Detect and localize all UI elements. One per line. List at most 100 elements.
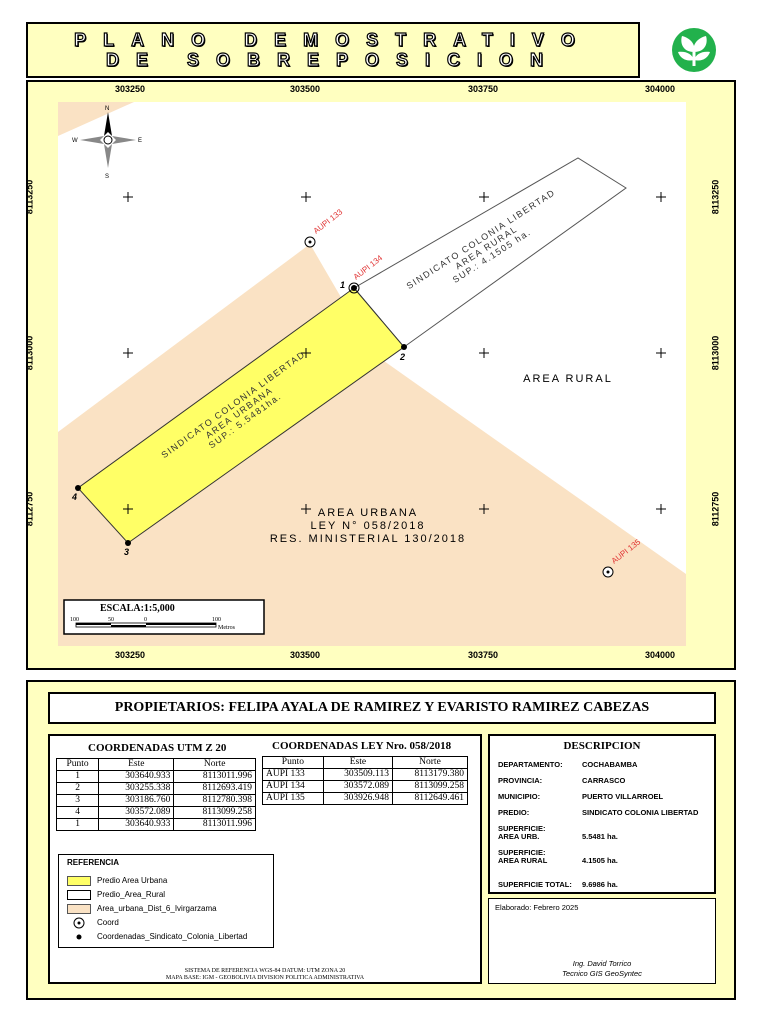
svg-text:ESCALA:1:5,000: ESCALA:1:5,000 — [100, 603, 175, 614]
north-arrow-icon — [80, 112, 136, 168]
north-label: N — [105, 106, 109, 112]
svg-text:AREA URBANA: AREA URBANA — [318, 507, 418, 519]
sup-total-label: SUPERFICIE TOTAL: — [498, 880, 572, 889]
y-tick-right: 8113000 — [710, 335, 721, 371]
predio-label: PREDIO: — [498, 808, 530, 817]
sup-urb-value: 5.5481 ha. — [582, 832, 618, 841]
svg-text:100: 100 — [70, 617, 79, 623]
utm-table-caption: COORDENADAS UTM Z 20 — [88, 742, 227, 754]
owners-title: PROPIETARIOS: FELIPA AYALA DE RAMIREZ Y … — [48, 692, 716, 724]
sup-urb-label2: AREA URB. — [498, 832, 540, 841]
legend-item: Coordenadas_Sindicato_Colonia_Libertad — [97, 932, 248, 941]
y-tick-right: 8113250 — [710, 179, 721, 215]
y-tick-left: 8112750 — [24, 491, 35, 527]
x-tick-bottom: 303750 — [468, 650, 499, 660]
x-tick-bottom: 303500 — [290, 650, 321, 660]
legend-item: Coord — [97, 918, 119, 927]
author-name: Ing. David Torrico — [572, 959, 632, 968]
sup-total-value: 9.6986 ha. — [582, 880, 618, 889]
x-tick-top: 303750 — [468, 84, 499, 94]
svg-text:2: 2 — [399, 352, 405, 362]
svg-text:0: 0 — [144, 617, 147, 623]
map-title-box: PLANO DEMOSTRATIVO DE SOBREPOSICION — [26, 22, 640, 78]
urban-area-bottom-right — [468, 596, 658, 646]
legend: REFERENCIA Predio Area Urbana Predio_Are… — [58, 854, 274, 948]
predio-value: SINDICATO COLONIA LIBERTAD — [582, 808, 699, 817]
departamento-value: COCHABAMBA — [582, 760, 638, 769]
legend-swatch-urban — [67, 876, 91, 886]
east-label: E — [138, 138, 142, 144]
legend-title: REFERENCIA — [67, 858, 120, 867]
leaf-sprout-icon — [672, 28, 716, 72]
x-tick-top: 303250 — [115, 84, 146, 94]
svg-text:3: 3 — [124, 547, 129, 557]
footnote: SISTEMA DE REFERENCIA WGS-84 DATUM: UTM … — [165, 968, 365, 981]
svg-text:RES. MINISTERIAL 130/2018: RES. MINISTERIAL 130/2018 — [270, 533, 466, 545]
logo — [644, 22, 744, 78]
map-canvas: N S E W SINDICATO COLONIA LIBERTAD AREA … — [58, 102, 686, 646]
municipio-label: MUNICIPIO: — [498, 792, 541, 801]
svg-text:LEY N° 058/2018: LEY N° 058/2018 — [311, 520, 426, 532]
municipio-value: PUERTO VILLARROEL — [582, 792, 664, 801]
legend-swatch-urban-area — [67, 904, 91, 914]
map-frame: 303250 303500 303750 304000 303250 30350… — [24, 80, 736, 670]
author-role: Tecnico GIS GeoSyntec — [562, 969, 642, 978]
description-panel: DESCRIPCION DEPARTAMENTO: COCHABAMBA PRO… — [488, 734, 716, 894]
elaboration-date: Elaborado: Febrero 2025 — [495, 903, 579, 912]
vertex-labels: 1 2 3 4 — [71, 280, 405, 557]
y-tick-right: 8112750 — [710, 491, 721, 527]
map-title-line1: PLANO DEMOSTRATIVO — [74, 29, 592, 50]
y-tick-left: 8113000 — [24, 335, 35, 371]
scale-bar: ESCALA:1:5,000 100 50 0 100 Metros — [63, 599, 265, 635]
sup-rural-label2: AREA RURAL — [498, 856, 548, 865]
svg-text:4: 4 — [71, 492, 77, 502]
map-title-line2: DE SOBREPOSICION — [105, 49, 561, 70]
area-urbana-label: AREA URBANA LEY N° 058/2018 RES. MINISTE… — [270, 507, 466, 545]
coord-marker-icon — [73, 917, 85, 929]
y-tick-left: 8113250 — [24, 179, 35, 215]
svg-text:Metros: Metros — [218, 625, 236, 631]
urban-area-top-left — [58, 102, 134, 136]
sup-rural-value: 4.1505 ha. — [582, 856, 618, 865]
legend-item: Area_urbana_Dist_6_Ivirgarzama — [97, 904, 217, 913]
west-label: W — [72, 138, 78, 144]
x-tick-bottom: 303250 — [115, 650, 146, 660]
elaboration-panel: Elaborado: Febrero 2025 Ing. David Torri… — [488, 898, 716, 984]
info-panel: PROPIETARIOS: FELIPA AYALA DE RAMIREZ Y … — [26, 680, 736, 1000]
svg-text:100: 100 — [212, 617, 221, 623]
svg-text:1: 1 — [340, 280, 345, 290]
point-marker-icon — [76, 934, 82, 940]
x-tick-bottom: 304000 — [645, 650, 676, 660]
svg-text:50: 50 — [108, 617, 114, 623]
x-tick-top: 304000 — [645, 84, 676, 94]
grid-crosses — [123, 192, 666, 514]
provincia-value: CARRASCO — [582, 776, 626, 785]
ley-table-caption: COORDENADAS LEY Nro. 058/2018 — [272, 740, 452, 752]
legend-item: Predio Area Urbana — [97, 876, 168, 885]
area-rural-label: AREA RURAL — [523, 373, 613, 385]
legend-swatch-rural — [67, 890, 91, 900]
parcel-vertices — [75, 285, 407, 546]
sup-rural-label: SUPERFICIE: — [498, 848, 546, 857]
sup-urb-label: SUPERFICIE: — [498, 824, 546, 833]
x-tick-top: 303500 — [290, 84, 321, 94]
provincia-label: PROVINCIA: — [498, 776, 543, 785]
departamento-label: DEPARTAMENTO: — [498, 760, 563, 769]
urban-area-main — [58, 244, 686, 646]
legend-item: Predio_Area_Rural — [97, 890, 166, 899]
description-title: DESCRIPCION — [563, 740, 641, 752]
south-label: S — [105, 174, 109, 180]
